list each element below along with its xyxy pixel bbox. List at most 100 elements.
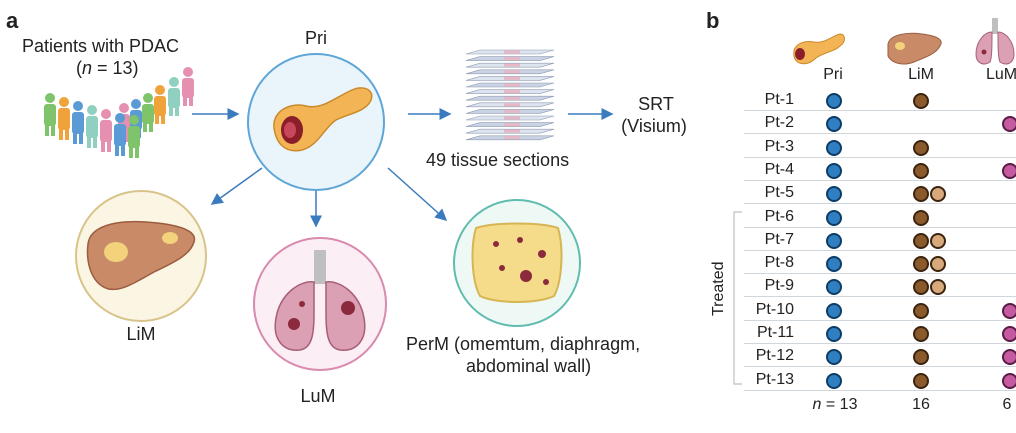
lim-sample-dot-secondary (930, 256, 946, 273)
lim-sample-dot (913, 186, 929, 203)
liver-icon (86, 220, 196, 291)
lim-sample-dot (913, 279, 929, 296)
patient-label: Pt-10 (755, 300, 794, 318)
lim-column-icon (887, 32, 942, 65)
panel-a-letter: a (6, 8, 19, 33)
pri-column-icon (793, 33, 845, 65)
patients-crowd-icon (44, 67, 194, 158)
pri-sample-dot (826, 279, 842, 296)
lim-sample-dot (913, 93, 929, 109)
pri-sample-dot (826, 139, 842, 156)
tissue-section-sample (504, 83, 520, 87)
count-lum: 6 (1002, 396, 1012, 413)
row-divider (744, 133, 1016, 135)
col-pri: Pri (823, 66, 843, 83)
col-lim: LiM (908, 66, 934, 83)
patient-label: Pt-13 (755, 370, 794, 388)
patient-label: Pt-1 (764, 91, 794, 108)
pri-sample-dot (826, 162, 842, 179)
perm-label: PerM (omemtum, diaphragm, (406, 334, 641, 354)
perm-circle (453, 199, 581, 327)
lim-label: LiM (126, 324, 156, 344)
sections-label: 49 tissue sections (426, 150, 570, 170)
patient-label: Pt-11 (756, 324, 794, 341)
lim-sample-dot (913, 162, 929, 179)
patient-label: Pt-2 (764, 114, 794, 132)
row-divider (744, 179, 1016, 181)
col-lum: LuM (986, 66, 1016, 83)
lim-sample-dot (913, 209, 929, 226)
patient-label: Pt-4 (764, 160, 794, 178)
tissue-section-sample (504, 57, 520, 61)
treated-bracket (733, 211, 742, 385)
pri-sample-dot (826, 116, 842, 133)
srt-label: SRT (638, 94, 674, 114)
pri-sample-dot (826, 302, 842, 319)
lum-sample-dot (1002, 326, 1016, 342)
lim-sample-dot (913, 232, 929, 249)
treated-label: Treated (710, 261, 727, 316)
tissue-stack-icon (465, 49, 555, 141)
patient-label: Pt-3 (764, 137, 794, 155)
row-divider (744, 319, 1016, 321)
patient-label: Pt-9 (764, 277, 794, 295)
row-divider (744, 296, 1016, 298)
tissue-section-sample (504, 63, 520, 67)
row-divider (744, 389, 1016, 391)
lim-sample-dot (913, 372, 929, 389)
pri-sample-dot (826, 256, 842, 273)
tissue-section-sample (504, 123, 520, 127)
row-divider (744, 110, 1016, 111)
pancreas-icon (273, 87, 373, 152)
lim-sample-dot (913, 349, 929, 366)
lum-label: LuM (300, 386, 336, 406)
tissue-section-sample (504, 116, 520, 120)
lum-circle (253, 237, 387, 371)
row-divider (744, 156, 1016, 158)
lim-sample-dot-secondary (930, 232, 946, 249)
pri-sample-dot (826, 232, 842, 249)
pri-sample-dot (826, 326, 842, 342)
tissue-section-sample (504, 76, 520, 80)
row-divider (744, 343, 1016, 344)
row-divider (744, 273, 1016, 275)
lim-sample-dot-secondary (930, 279, 946, 296)
row-divider (744, 203, 1016, 205)
tissue-section-sample (504, 50, 520, 54)
tissue-section-sample (504, 70, 520, 74)
patient-label: Pt-6 (764, 207, 794, 225)
lum-sample-dot (1002, 116, 1016, 133)
lum-sample-dot (1002, 302, 1016, 319)
perm-sites-label: abdominal wall) (466, 356, 592, 376)
pri-sample-dot (826, 186, 842, 203)
patient-label: Pt-12 (755, 347, 794, 365)
tissue-section-sample (504, 103, 520, 107)
pri-sample-dot (826, 209, 842, 226)
lim-sample-dot-secondary (930, 186, 946, 203)
lim-sample-dot (913, 139, 929, 156)
tissue-section-sample (504, 109, 520, 113)
pri-label: Pri (305, 28, 327, 48)
panel-b-letter: b (706, 8, 720, 33)
patients-label: Patients with PDAC (22, 36, 180, 56)
count-lim: 16 (912, 396, 930, 413)
count-pri: n = 13 (812, 396, 858, 413)
tissue-section-sample (504, 90, 520, 94)
pri-circle (247, 53, 385, 191)
row-divider (744, 249, 1016, 251)
tissue-section-sample (504, 129, 520, 133)
arrow-pri-to-perm (387, 167, 448, 222)
tissue-section-sample (504, 96, 520, 100)
pri-sample-dot (826, 93, 842, 109)
lim-sample-dot (913, 326, 929, 342)
visium-label: (Visium) (621, 116, 687, 136)
patients-count: (n = 13) (76, 58, 139, 78)
lum-sample-dot (1002, 372, 1016, 389)
row-divider (744, 366, 1016, 368)
lum-sample-dot (1002, 162, 1016, 179)
tissue-section-sample (504, 136, 520, 140)
omentum-icon (471, 222, 563, 303)
lim-circle (75, 190, 207, 322)
row-divider (744, 226, 1016, 228)
pri-sample-dot (826, 372, 842, 389)
